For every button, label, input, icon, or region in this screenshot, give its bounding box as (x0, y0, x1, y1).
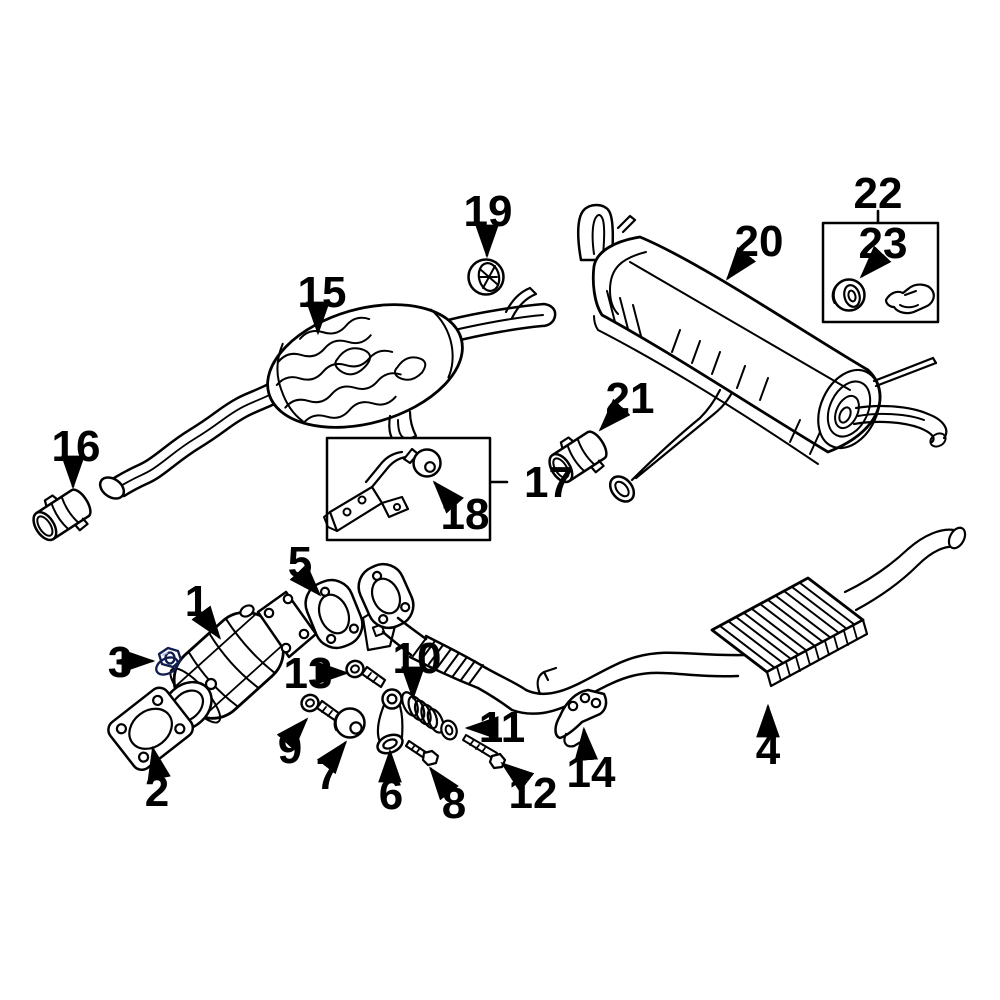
part-label-5: 5 (288, 538, 312, 587)
part-4-resonator (710, 526, 967, 688)
part-6-hanger (376, 688, 404, 755)
part-label-13: 13 (284, 649, 333, 698)
arrow-to-part-8 (428, 766, 459, 801)
muffler-20-rod (872, 356, 938, 388)
arrow-to-part-23 (859, 245, 892, 279)
part-22-clip (884, 283, 935, 315)
arrow-to-part-7 (316, 740, 348, 775)
part-label-12: 12 (509, 769, 558, 818)
part-label-18: 18 (441, 490, 490, 539)
part-16-clamp (24, 480, 100, 552)
muffler-20-body (591, 235, 882, 454)
part-label-23: 23 (859, 219, 908, 268)
part-label-11: 11 (479, 703, 526, 752)
arrow-to-part-14 (574, 726, 599, 762)
muffler-15-front-pipe (112, 376, 282, 480)
part-5-gasket (304, 578, 364, 650)
part-label-8: 8 (442, 779, 466, 828)
part-19-grommet (467, 258, 505, 296)
part-18-grommet (412, 448, 442, 478)
pipe-hanger-tab (536, 666, 558, 696)
part-label-9: 9 (278, 724, 302, 773)
part-label-10: 10 (393, 634, 442, 683)
muffler-20-pin (616, 214, 637, 234)
flex-pipe-outline (408, 634, 488, 690)
part-8-bolt (404, 739, 440, 767)
muffler-15-pipes (98, 286, 557, 500)
arrow-to-part-1 (191, 605, 222, 640)
muffler-20-inlet-pipe (630, 376, 742, 482)
part-label-4: 4 (756, 725, 781, 774)
part-label-16: 16 (52, 422, 101, 471)
part-label-6: 6 (379, 770, 403, 819)
part-label-1: 1 (185, 577, 209, 626)
part-13-bolt (345, 659, 387, 689)
downpipe-flange (357, 562, 415, 630)
downpipe-neck (381, 616, 428, 657)
part-label-15: 15 (298, 268, 347, 317)
flex-pipe-ribs (412, 636, 484, 685)
muffler-15-tailpipe (446, 302, 557, 344)
part-label-19: 19 (464, 187, 513, 236)
arrow-to-part-18 (432, 480, 465, 514)
part-label-21: 21 (606, 374, 655, 423)
part-label-3: 3 (108, 638, 132, 687)
part-7-bushing (333, 707, 366, 739)
part-label-14: 14 (567, 748, 616, 797)
arrow-to-part-21 (598, 398, 631, 432)
part-23-grommet (831, 278, 866, 312)
part-2-gasket (107, 686, 195, 772)
part-label-22: 22 (854, 169, 903, 218)
downpipe-assembly (357, 562, 747, 715)
pipe-open-end (98, 476, 126, 500)
intermediate-pipe (484, 651, 747, 696)
arrow-to-part-9 (276, 717, 309, 751)
arrow-to-part-2 (147, 745, 171, 782)
resonator-tailpipe (843, 528, 958, 612)
muffler-15-hanger-rod (504, 286, 538, 320)
callout-labels: 1 2 3 4 5 6 7 8 9 10 11 12 13 14 15 16 1… (52, 169, 908, 828)
part-17-bracket (323, 447, 420, 533)
converter-sensor-boss (239, 604, 255, 618)
part-11-washer (440, 719, 458, 741)
part-14-bracket (554, 688, 608, 748)
part-15-muffler (266, 303, 464, 446)
part-label-20: 20 (735, 217, 784, 266)
part-label-2: 2 (145, 767, 169, 816)
part-9-bolt (300, 693, 342, 723)
part-3-highlighted-nut (155, 646, 183, 676)
muffler-20-end-cap (817, 368, 881, 450)
arrow-to-part-12 (500, 761, 535, 793)
part-label-7: 7 (316, 750, 340, 799)
callout-arrows (61, 209, 892, 801)
part-10-spring (401, 691, 445, 734)
part-label-17: 17 (524, 458, 573, 507)
resonator-ribs (719, 582, 856, 669)
arrow-to-part-20 (725, 246, 757, 281)
muffler-20-tailpipe (852, 404, 948, 444)
arrow-to-part-5 (289, 563, 322, 597)
part-20-rear-muffler (577, 203, 948, 503)
